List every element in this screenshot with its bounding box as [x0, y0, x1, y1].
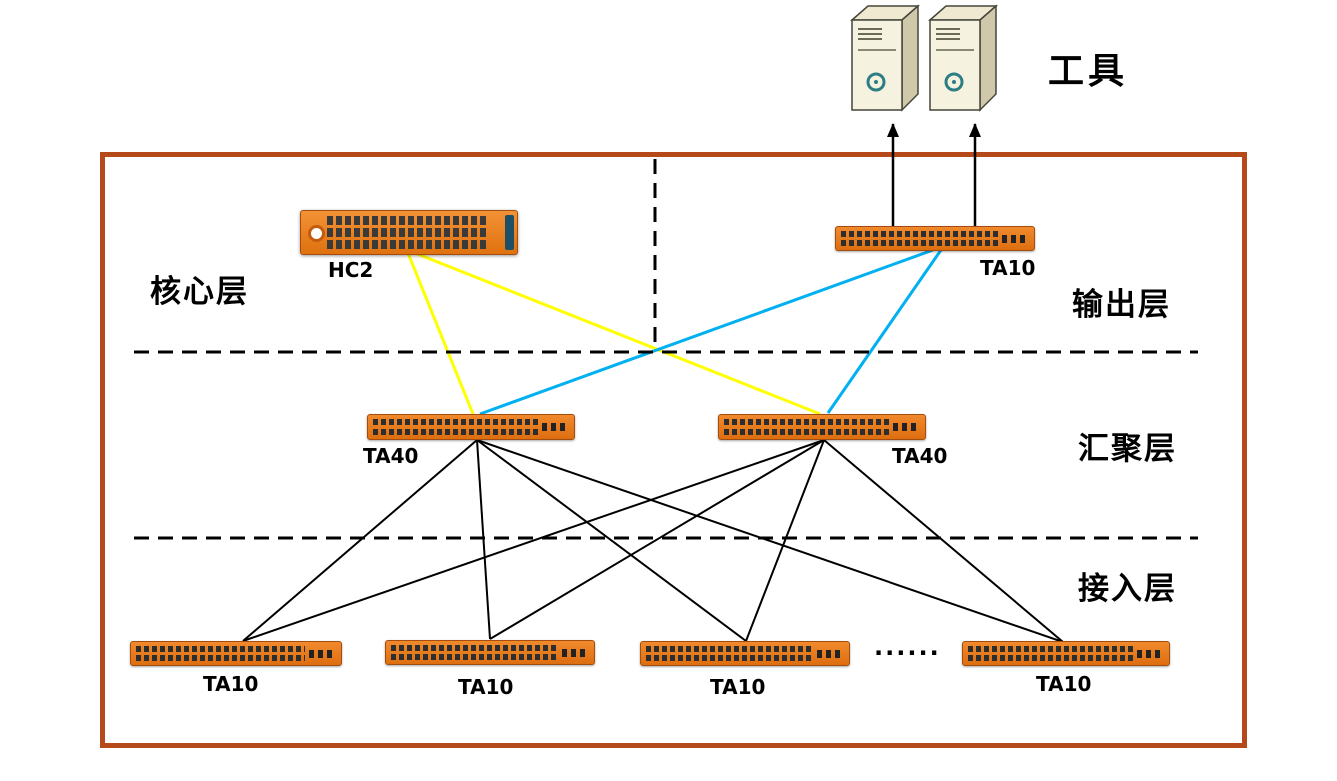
- server-tower-2: [928, 4, 998, 112]
- access-ta10-label-3: TA10: [710, 675, 766, 699]
- tool-servers-icon: [850, 4, 998, 112]
- switch-ports: [646, 646, 813, 661]
- switch-uplink-ports: [542, 423, 569, 431]
- chassis-slots: [327, 216, 487, 249]
- tools-label: 工具: [1048, 51, 1129, 92]
- agg-ta40-switch-right: [718, 414, 926, 440]
- link-aggleft-access1: [242, 439, 478, 642]
- agg-ta40-right-label: TA40: [892, 444, 948, 468]
- access-ta10-switch-2: [385, 640, 595, 665]
- access-layer-label: 接入层: [1078, 571, 1177, 607]
- access-ta10-label-2: TA10: [458, 675, 514, 699]
- access-ta10-label-1: TA10: [203, 672, 259, 696]
- core-layer-label: 核心层: [150, 274, 249, 310]
- output-ta10-switch: [835, 226, 1035, 251]
- switch-ports: [391, 645, 558, 660]
- server-tower-1: [850, 4, 920, 112]
- switch-uplink-ports: [817, 649, 844, 658]
- link-output-aggright: [826, 249, 943, 414]
- diagram-frame: [100, 152, 1247, 748]
- link-output-aggleft: [479, 248, 934, 416]
- access-ta10-switch-4: [962, 641, 1170, 666]
- link-aggright-access4: [823, 439, 1064, 643]
- access-ta10-switch-3: [640, 641, 850, 666]
- agg-ta40-switch-left: [367, 414, 575, 440]
- access-ta10-switch-1: [130, 641, 342, 666]
- aggregation-layer-label: 汇聚层: [1078, 431, 1177, 467]
- switch-ports: [724, 419, 889, 435]
- switch-ports: [136, 646, 305, 661]
- agg-ta40-left-label: TA40: [363, 444, 419, 468]
- switch-ports: [841, 231, 998, 246]
- chassis-edge: [505, 215, 514, 250]
- switch-uplink-ports: [893, 423, 920, 431]
- switch-uplink-ports: [1002, 234, 1029, 243]
- link-aggleft-access4: [476, 439, 1064, 643]
- switch-ports: [373, 419, 538, 435]
- access-ta10-label-4: TA10: [1036, 672, 1092, 696]
- link-aggleft-access3: [476, 439, 747, 642]
- link-hc2-aggleft: [406, 252, 475, 415]
- hc2-label: HC2: [328, 258, 374, 282]
- vendor-logo-icon: [308, 224, 325, 242]
- switch-ports: [968, 646, 1133, 661]
- switch-uplink-ports: [1137, 649, 1164, 658]
- more-switches-ellipsis: ......: [874, 633, 941, 661]
- link-aggright-access1: [242, 439, 825, 642]
- link-hc2-aggright: [414, 251, 821, 416]
- output-layer-label: 输出层: [1072, 287, 1171, 323]
- output-ta10-label: TA10: [980, 256, 1036, 280]
- switch-uplink-ports: [562, 648, 589, 657]
- switch-uplink-ports: [309, 649, 336, 658]
- link-aggright-access3: [745, 439, 825, 642]
- hc2-chassis: [300, 210, 518, 255]
- link-aggright-access2: [489, 439, 825, 640]
